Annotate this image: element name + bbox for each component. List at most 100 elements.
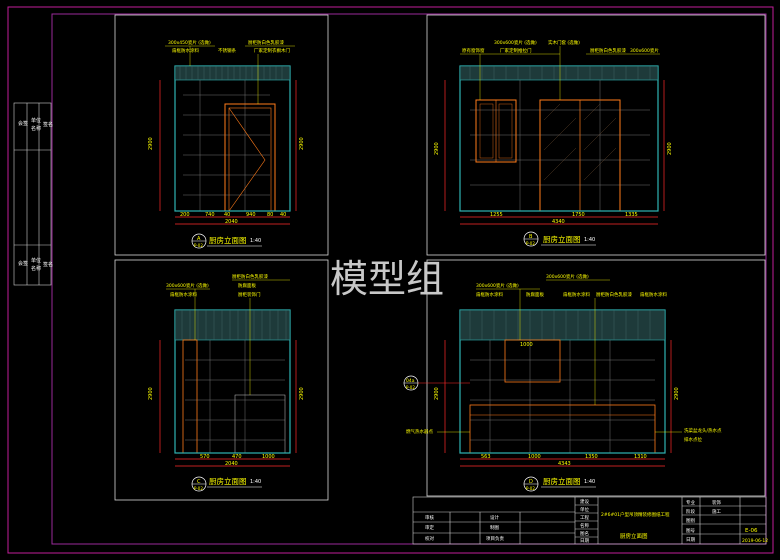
dim-label: 1255 [490,212,503,218]
tb-unit: 单位 [580,506,589,513]
tb-unit: 图名 [580,530,589,537]
view-sheet: P-02 [194,486,203,491]
tb-label: 专业 [686,499,695,506]
dim-label: 80 [267,212,273,218]
callout: 扇框防水涂料 [563,291,590,298]
tb-left: 审核 [425,514,434,521]
elevation-c: 2900 2900 570 470 1000 2040 厨柜防白色乳胶漆 300… [148,273,305,492]
watermark: 模型组 [330,257,444,301]
tb-mid: 项目负责 [486,535,504,542]
callout: 300x600瓷片 (选做) [546,273,589,280]
cabinet [182,339,198,454]
callout: 300x600瓷片 [630,47,659,54]
callout: 厨柜防白色乳胶漆 [596,291,632,298]
view-letter: A [197,236,201,242]
sidebar-label: 单位 [31,117,41,124]
svg-text:2900: 2900 [674,387,680,400]
callout: 扇框防水涂料 [640,291,667,298]
note-right: 排水点位 [684,436,702,443]
inner-border [51,13,767,545]
dim-total: 2040 [225,461,238,467]
sheet-border [7,6,774,554]
tb-unit: 日期 [580,538,589,544]
callout: 防腐面板 [526,291,544,298]
callout: 不锈钢条 [218,47,236,54]
dim-label: 563 [481,454,491,460]
ceiling-hatch [174,65,291,81]
view-title: 厨房立面图 [543,476,581,486]
tb-unit: 工程 [580,514,589,521]
dim-total: 4340 [552,219,565,225]
view-title: 厨房立面图 [209,235,247,245]
view-letter: C [197,479,201,485]
callout: 300x600瓷片 (选做) [166,282,209,289]
view-scale: 1:40 [250,479,261,485]
dim-label: 40 [280,212,286,218]
view-sheet: P-02 [526,486,535,491]
callout: 厨柜防白色乳胶漆 [590,47,626,54]
section-num: 04a [406,378,415,384]
tb-mid: 制图 [490,524,499,531]
view-title: 厨房立面图 [543,234,581,244]
tb-value: 装饰 [712,499,721,506]
tb-drawing: 厨房立面图 [620,532,648,540]
tb-unit: 名称 [580,522,589,529]
callout: 厨柜防白色乳胶漆 [248,39,284,46]
tb-label: 阶段 [686,508,695,515]
sidebar-label: 名称 [31,265,41,272]
dim-label: 1000 [262,454,275,460]
view-scale: 1:40 [250,238,261,244]
sidebar-label: 签名 [43,121,53,128]
callout: 扇框防水涂料 [170,291,197,298]
dim-label: 1750 [572,212,585,218]
tb-value: 施工 [712,508,721,515]
svg-text:2900: 2900 [667,142,673,155]
callout: 厂家定制衣橱木门 [254,47,290,54]
tb-label: 日期 [686,537,695,543]
dim-total: 2040 [225,219,238,225]
title-block: 审核 审定 校对 设计 制图 项目负责 建设 单位 工程 名称 图名 日期 专业… [412,496,768,545]
view-letter: B [529,234,533,240]
tb-label: 图别 [686,517,695,524]
callout: 300x450瓷片 (选做) [168,39,211,46]
left-sidebar [13,102,52,286]
dim-label: 1350 [585,454,598,460]
viewport-frames [114,14,766,501]
dim-label: 570 [200,454,210,460]
dim-label: 40 [224,212,230,218]
dim-label: 940 [246,212,256,218]
svg-text:2900: 2900 [434,387,440,400]
tb-left: 校对 [425,535,434,542]
elevation-d: 2900 2900 1000 563 1000 1350 1310 4343 3… [403,273,722,492]
tb-project: 2#6#01户型吊顶精装修图纸工程 [601,511,670,518]
callout: 扇框防水涂料 [172,47,199,54]
tb-label: 图号 [686,528,695,534]
svg-text:2900: 2900 [434,142,440,155]
callout: 300x600瓷片 (选做) [494,39,537,46]
view-sheet: P-02 [194,243,203,248]
tb-sheet-no: E-06 [745,528,758,534]
tb-left: 审定 [425,524,434,531]
dim-label: 740 [205,212,215,218]
door-swing [228,107,266,212]
callout: 300x600瓷片 (选做) [476,282,519,289]
view-title: 厨房立面图 [209,476,247,486]
sidebar-top-labels: 会签 单位 名称 签名 会签 单位 名称 签名 [18,117,53,272]
tb-unit: 建设 [580,498,589,505]
cabinet-run [469,404,656,454]
svg-text:2900: 2900 [299,137,305,150]
view-scale: 1:40 [584,479,595,485]
sidebar-label: 名称 [31,125,41,132]
svg-text:2900: 2900 [148,137,154,150]
sidebar-label: 单位 [31,257,41,264]
svg-text:2900: 2900 [148,387,154,400]
callout: 厂家定制推拉门 [500,47,532,54]
dim-label: 1000 [528,454,541,460]
section-sheet: P-02 [406,385,415,390]
sidebar-label: 会签 [18,120,28,127]
callout: 扇框防水涂料 [476,291,503,298]
callout: 防腐面板 [238,282,256,289]
tb-mid: 设计 [490,514,499,521]
dim-label: 200 [180,212,190,218]
view-scale: 1:40 [584,237,595,243]
